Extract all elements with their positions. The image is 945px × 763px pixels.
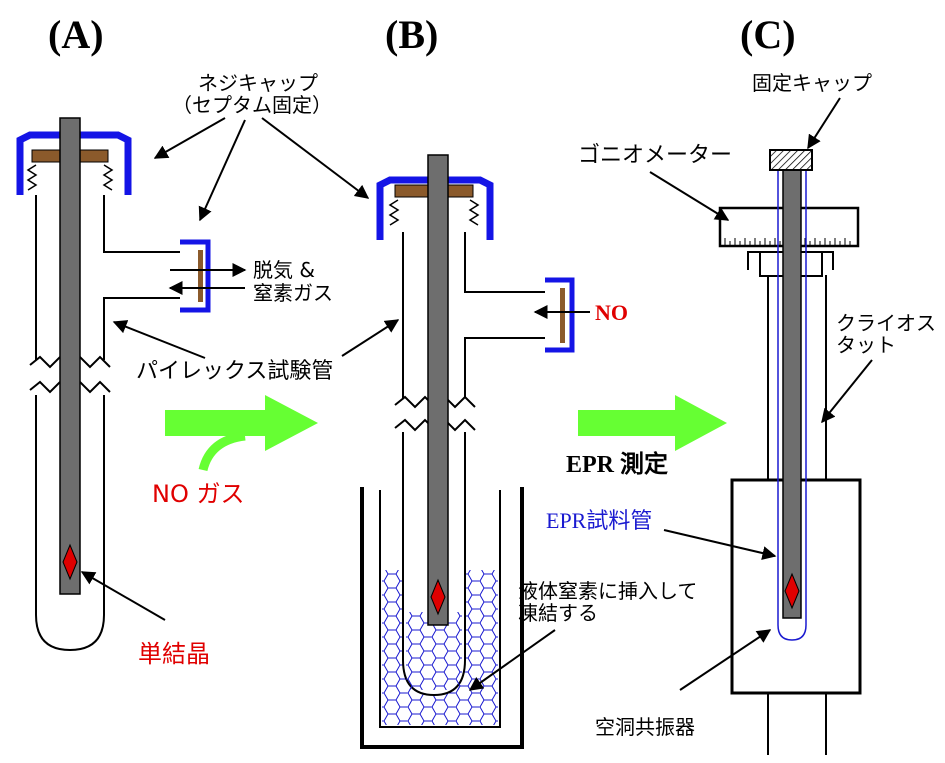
fixed-cap-arrow <box>807 97 841 150</box>
degas-label-line2: 窒素ガス <box>253 281 333 305</box>
epr-measure-label: EPR 測定 <box>566 450 668 478</box>
panel-label-a: (A) <box>48 12 104 57</box>
liquid-nitrogen-label-line2: 凍結する <box>518 601 598 625</box>
pyrex-arrow-b <box>341 319 400 357</box>
crystal-arrow <box>80 571 166 621</box>
no-label: NO <box>595 300 628 325</box>
panel-label-b: (B) <box>385 12 438 57</box>
liquid-nitrogen-arrow <box>468 629 556 691</box>
cryostat-label-line2: タット <box>836 333 896 357</box>
single-crystal-label: 単結晶 <box>138 640 210 668</box>
fixed-cap <box>769 149 813 171</box>
goniometer-label: ゴニオメーター <box>578 143 732 168</box>
goniometer-arrow <box>649 171 730 221</box>
screw-cap-arrow-b <box>261 117 370 199</box>
epr-sample-tube-label: EPR試料管 <box>546 508 652 533</box>
degas-label-line1: 脱気 & <box>253 258 315 282</box>
red-diamond-icon <box>62 543 78 581</box>
septum-arrow-a <box>198 119 246 222</box>
screw-cap-label-line1: ネジキャップ <box>198 71 318 95</box>
fixed-cap-label: 固定キャップ <box>752 71 872 95</box>
liquid-nitrogen-label-line1: 液体窒素に挿入して <box>518 579 697 603</box>
cryostat-assembly <box>718 149 862 755</box>
cryostat-label-line1: クライオス <box>836 311 936 335</box>
side-septum-cap-a <box>180 239 211 313</box>
cavity-resonator-arrow <box>679 629 772 691</box>
tube-a <box>16 117 211 652</box>
screw-cap-arrow-a <box>153 117 226 159</box>
screw-cap-label-line2: （セプタム固定） <box>172 93 332 117</box>
cavity-resonator-label: 空洞共振器 <box>595 715 695 739</box>
panel-label-c: (C) <box>740 12 796 57</box>
green-arrow-icon <box>165 395 318 472</box>
tube-b <box>360 154 575 749</box>
cryostat-arrow <box>821 359 873 424</box>
epr-sample-tube-arrow <box>663 529 777 560</box>
pyrex-tube-label: パイレックス試験管 <box>136 359 333 384</box>
red-diamond-icon <box>784 572 800 610</box>
pyrex-arrow-a <box>112 320 206 359</box>
no-gas-label: NO ガス <box>152 480 244 508</box>
green-arrow-icon <box>578 395 727 451</box>
red-diamond-icon <box>430 578 446 616</box>
